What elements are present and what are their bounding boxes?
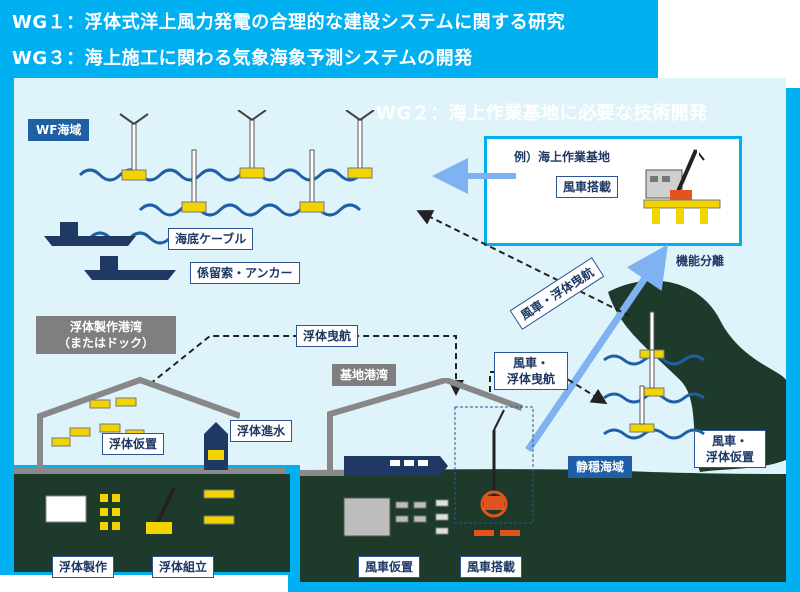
base-port-label: 基地港湾	[332, 364, 397, 386]
seabed-cable-label: 海底ケーブル	[168, 228, 254, 250]
offshore-base-example: 例）海上作業基地	[514, 150, 611, 164]
float-make-label: 浮体製作	[52, 556, 115, 578]
wg2-title: WG２：海上作業基地に必要な技術開発	[376, 103, 708, 124]
float-launch-icon	[204, 422, 228, 470]
ship-icon	[344, 456, 448, 476]
turbine-float-temp-label: 風車・ 浮体仮置	[694, 430, 766, 468]
cable-ship-illustration	[44, 222, 176, 280]
base-port-building	[327, 378, 524, 474]
turbine-mount-label: 風車搭載	[460, 556, 523, 578]
float-launch-label: 浮体進水	[230, 420, 293, 442]
calm-area-label: 静穏海域	[568, 456, 633, 478]
wind-farm-illustration	[78, 110, 375, 245]
function-split-arrow	[525, 244, 668, 452]
float-fabrication-illustration	[45, 487, 235, 534]
float-port-label: 浮体製作港湾 （またはドック）	[36, 316, 176, 354]
turbine-temp-label: 風車仮置	[358, 556, 421, 578]
base-port-dashed-box	[454, 406, 534, 524]
wf-area-label: WF海域	[28, 119, 90, 141]
calm-area-turbines	[603, 311, 705, 440]
function-split-label: 機能分離	[676, 254, 725, 268]
base-port-stockyard	[343, 497, 520, 537]
float-temp-label: 浮体仮置	[102, 433, 165, 455]
float-tow-arrow	[149, 335, 464, 396]
float-tow-label: 浮体曳航	[296, 325, 359, 347]
mooring-label: 係留索・アンカー	[190, 262, 300, 284]
turbine-mount-top-label: 風車搭載	[556, 176, 619, 198]
offshore-base-illustration	[643, 148, 721, 224]
lower-shore	[300, 469, 786, 582]
tow-turbine-float-2-label: 風車・ 浮体曳航	[494, 352, 568, 390]
float-assembly-label: 浮体組立	[152, 556, 215, 578]
tow-to-wf-arrow	[416, 210, 631, 317]
wg1-title: WG１：浮体式洋上風力発電の合理的な建設システムに関する研究	[12, 12, 566, 33]
wg3-title: WG３：海上施工に関わる気象海象予測システムの開発	[12, 48, 473, 69]
